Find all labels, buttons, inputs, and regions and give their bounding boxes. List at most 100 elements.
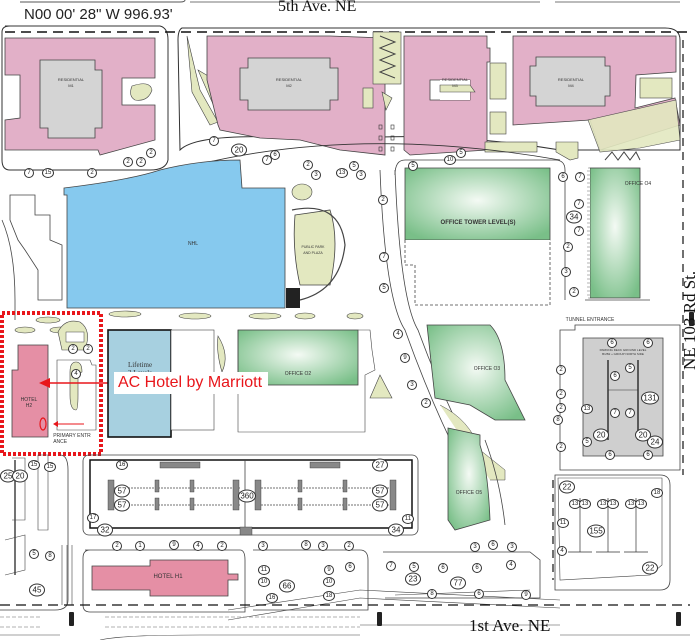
parking-count-badge: 32 [97,523,113,537]
label-residential-m4: RESIDENTIAL M4 [557,77,585,88]
label-hotel-h2: HOTEL H2 [20,397,38,409]
parking-count-badge: 2 [556,389,566,399]
office-o3 [426,324,526,421]
parking-count-badge: 13 [336,168,348,178]
parking-count-badge: 15 [42,168,54,178]
parking-count-badge: 5 [29,549,39,559]
hotel-h1 [91,559,239,597]
office-o5 [447,427,491,531]
parking-count-badge: 13 [635,499,647,509]
parking-count-badge: 4 [393,329,403,339]
parking-count-badge: 6 [643,338,653,348]
parking-count-badge: 18 [651,488,663,498]
hotel-h2 [11,344,49,438]
parking-count-badge: 77 [450,576,466,590]
parking-count-badge: 7 [575,172,585,182]
parking-count-badge: 17 [87,513,99,523]
parking-count-badge: 5 [408,161,418,171]
parking-count-badge: 7 [386,561,396,571]
parking-count-badge: 23 [405,572,421,586]
label-office-o2: OFFICE O2 [284,371,312,377]
block-m1 [1,25,169,171]
parking-count-badge: 360 [238,489,256,503]
bearing-label: N00 00' 28" W 996.93' [24,6,173,23]
label-office-tower: OFFICE TOWER LEVEL(S) [440,220,516,226]
parking-count-badge: 6 [607,338,617,348]
parking-count-badge: 45 [29,583,45,597]
parking-count-badge: 9 [169,540,179,550]
parking-count-badge: 2 [556,442,566,452]
parking-count-badge: 2 [68,344,78,354]
parking-count-badge: 18 [323,591,335,601]
parking-count-badge: 4 [506,560,516,570]
parking-count-badge: 6 [474,589,484,599]
street-label-south: 1st Ave. NE [469,616,551,635]
parking-count-badge: 2 [344,541,354,551]
parking-count-badge: 6 [472,563,482,573]
parking-count-badge: 2 [556,403,566,413]
parking-count-badge: 3 [258,541,268,551]
label-parking-deck: PARKING DECK GROUND LEVEL B1/B2 + GROUP … [599,348,647,356]
parking-count-badge: 4 [71,369,81,379]
label-residential-m2: RESIDENTIAL M2 [275,77,303,88]
parking-count-badge: 11 [557,518,569,528]
parking-count-badge: 8 [553,415,563,425]
parking-count-badge: 57 [114,484,130,498]
office-tower [404,167,551,241]
parking-count-badge: 24 [647,435,663,449]
parking-count-badge: 20 [12,469,28,483]
parking-count-badge: 2 [421,398,431,408]
parking-count-badge: 6 [488,540,498,550]
ac-hotel-callout: AC Hotel by Marriott [114,372,269,394]
parking-count-badge: 34 [388,523,404,537]
label-office-o5: OFFICE O5 [455,490,483,496]
parking-count-badge: 3 [470,542,480,552]
parking-count-badge: 7 [262,155,272,165]
parking-count-badge: 3 [561,267,571,277]
nhl-arena [63,159,286,309]
parking-count-badge: 8 [427,589,437,599]
parking-count-badge: 15 [44,462,56,472]
parking-count-badge: 7 [574,199,584,209]
parking-count-badge: 155 [587,524,605,538]
parking-count-badge: 2 [136,157,146,167]
parking-count-badge: 9 [400,353,410,363]
parking-count-badge: 7 [625,408,635,418]
parking-count-badge: 2 [569,287,579,297]
parking-count-badge: 2 [563,242,573,252]
parking-count-badge: 15 [28,460,40,470]
parking-count-badge: 3 [311,170,321,180]
parking-count-badge: 57 [114,498,130,512]
parking-count-badge: 6 [610,371,620,381]
parking-count-badge: 8 [45,551,55,561]
parking-count-badge: 34 [566,210,582,224]
parking-count-badge: 27 [372,458,388,472]
parking-count-badge: 4 [193,541,203,551]
label-office-o3: OFFICE O3 [473,366,501,372]
parking-count-badge: 2 [556,365,566,375]
label-primary-entrance: PRIMARY ENTR ANCE [53,433,91,445]
parking-count-badge: 66 [279,579,295,593]
parking-count-badge: 16 [116,460,128,470]
label-residential-m1: RESIDENTIAL M1 [57,77,85,88]
label-office-o4: OFFICE O4 [624,181,652,187]
parking-count-badge: 10 [444,155,456,165]
parking-count-badge: 7 [24,168,34,178]
parking-count-badge: 2 [123,157,133,167]
parking-count-badge: 8 [301,540,311,550]
parking-count-badge: 9 [324,565,334,575]
parking-count-badge: 5 [582,437,592,447]
parking-count-badge: 57 [372,484,388,498]
parking-count-badge: 5 [379,283,389,293]
parking-count-badge: 11 [258,565,270,575]
street-label-north: 5th Ave. NE [278,0,357,15]
parking-count-badge: 7 [574,226,584,236]
parking-count-badge: 13 [579,499,591,509]
parking-count-badge: 2 [217,541,227,551]
parking-count-badge: 6 [270,150,280,160]
parking-count-badge: 6 [345,562,355,572]
label-tunnel-entrance: TUNNEL ENTRANCE [565,317,615,323]
parking-count-badge: 13 [607,499,619,509]
parking-count-badge: 2 [146,148,156,158]
parking-count-badge: 7 [610,408,620,418]
